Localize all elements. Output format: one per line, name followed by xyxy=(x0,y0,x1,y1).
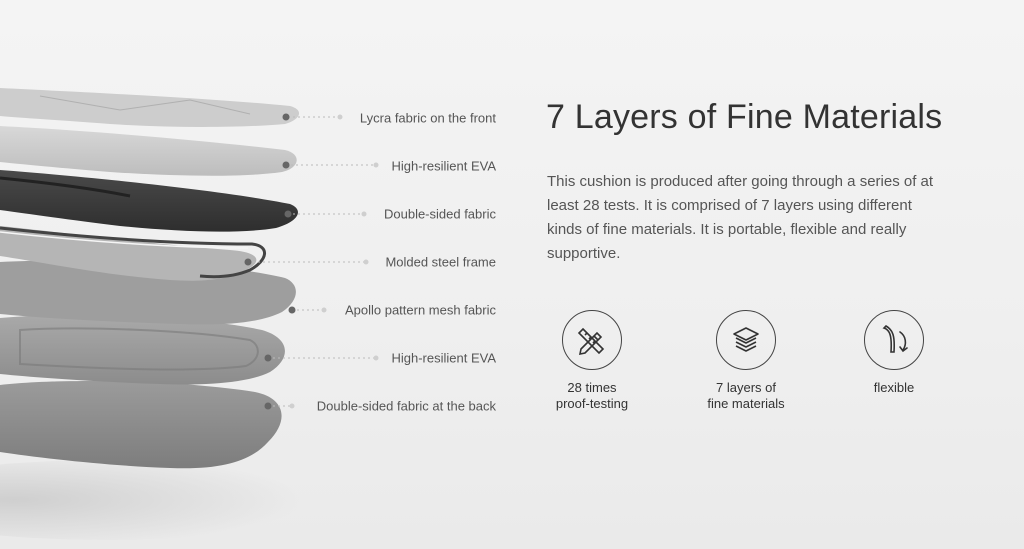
layer-3-shape xyxy=(0,170,298,232)
feature-1-line2: proof-testing xyxy=(555,396,629,411)
leader-end-dots xyxy=(289,114,379,409)
page-title: 7 Layers of Fine Materials xyxy=(546,98,943,136)
layer-1-dot xyxy=(282,113,290,121)
pencil-ruler-icon xyxy=(562,310,622,370)
layer-4-shape xyxy=(0,226,257,281)
layer-label-eva-bottom: High-resilient EVA xyxy=(391,350,496,366)
layer-label-back-fabric: Double-sided fabric at the back xyxy=(316,398,496,414)
feature-3-line1: flexible xyxy=(873,380,915,395)
layer-4-dot xyxy=(244,258,252,266)
layer-1-shape xyxy=(0,88,300,127)
layer-2-dot xyxy=(282,161,290,169)
layer-7-dot xyxy=(264,402,272,410)
layer-6-dot xyxy=(264,354,272,362)
flexible-bend-icon xyxy=(864,310,924,370)
layers-icon xyxy=(716,310,776,370)
exploded-layers-illustration xyxy=(0,88,379,540)
layer-5-dot xyxy=(288,306,296,314)
feature-seven-layers: 7 layers of fine materials xyxy=(686,310,806,412)
layer-label-steel-frame: Molded steel frame xyxy=(385,254,496,270)
steel-frame-rim xyxy=(0,226,266,279)
floor-shadow xyxy=(0,460,350,540)
layer-label-mesh: Apollo pattern mesh fabric xyxy=(344,302,496,318)
layer-label-lycra: Lycra fabric on the front xyxy=(359,110,496,126)
feature-flexible: flexible xyxy=(834,310,954,396)
feature-proof-testing: 28 times proof-testing xyxy=(532,310,652,412)
layer-6-shape xyxy=(0,315,285,385)
layer-3-strap xyxy=(0,176,131,198)
steel-frame-highlight xyxy=(0,231,249,249)
layer-3-dot xyxy=(284,210,292,218)
feature-1-line1: 28 times xyxy=(567,380,617,395)
layer-label-double-sided: Double-sided fabric xyxy=(383,206,496,222)
feature-2-line1: 7 layers of xyxy=(716,380,776,395)
layer-7-shape xyxy=(0,380,282,469)
description-text: This cushion is produced after going thr… xyxy=(547,173,934,262)
layer-6-inset xyxy=(19,327,259,371)
feature-2-line2: fine materials xyxy=(707,396,785,411)
leader-lines xyxy=(248,116,376,407)
layer-1-pattern xyxy=(39,95,251,115)
layers-svg xyxy=(0,88,379,540)
layer-label-eva-top: High-resilient EVA xyxy=(391,158,496,174)
layer-2-shape xyxy=(0,126,297,176)
leader-dots xyxy=(244,113,296,410)
